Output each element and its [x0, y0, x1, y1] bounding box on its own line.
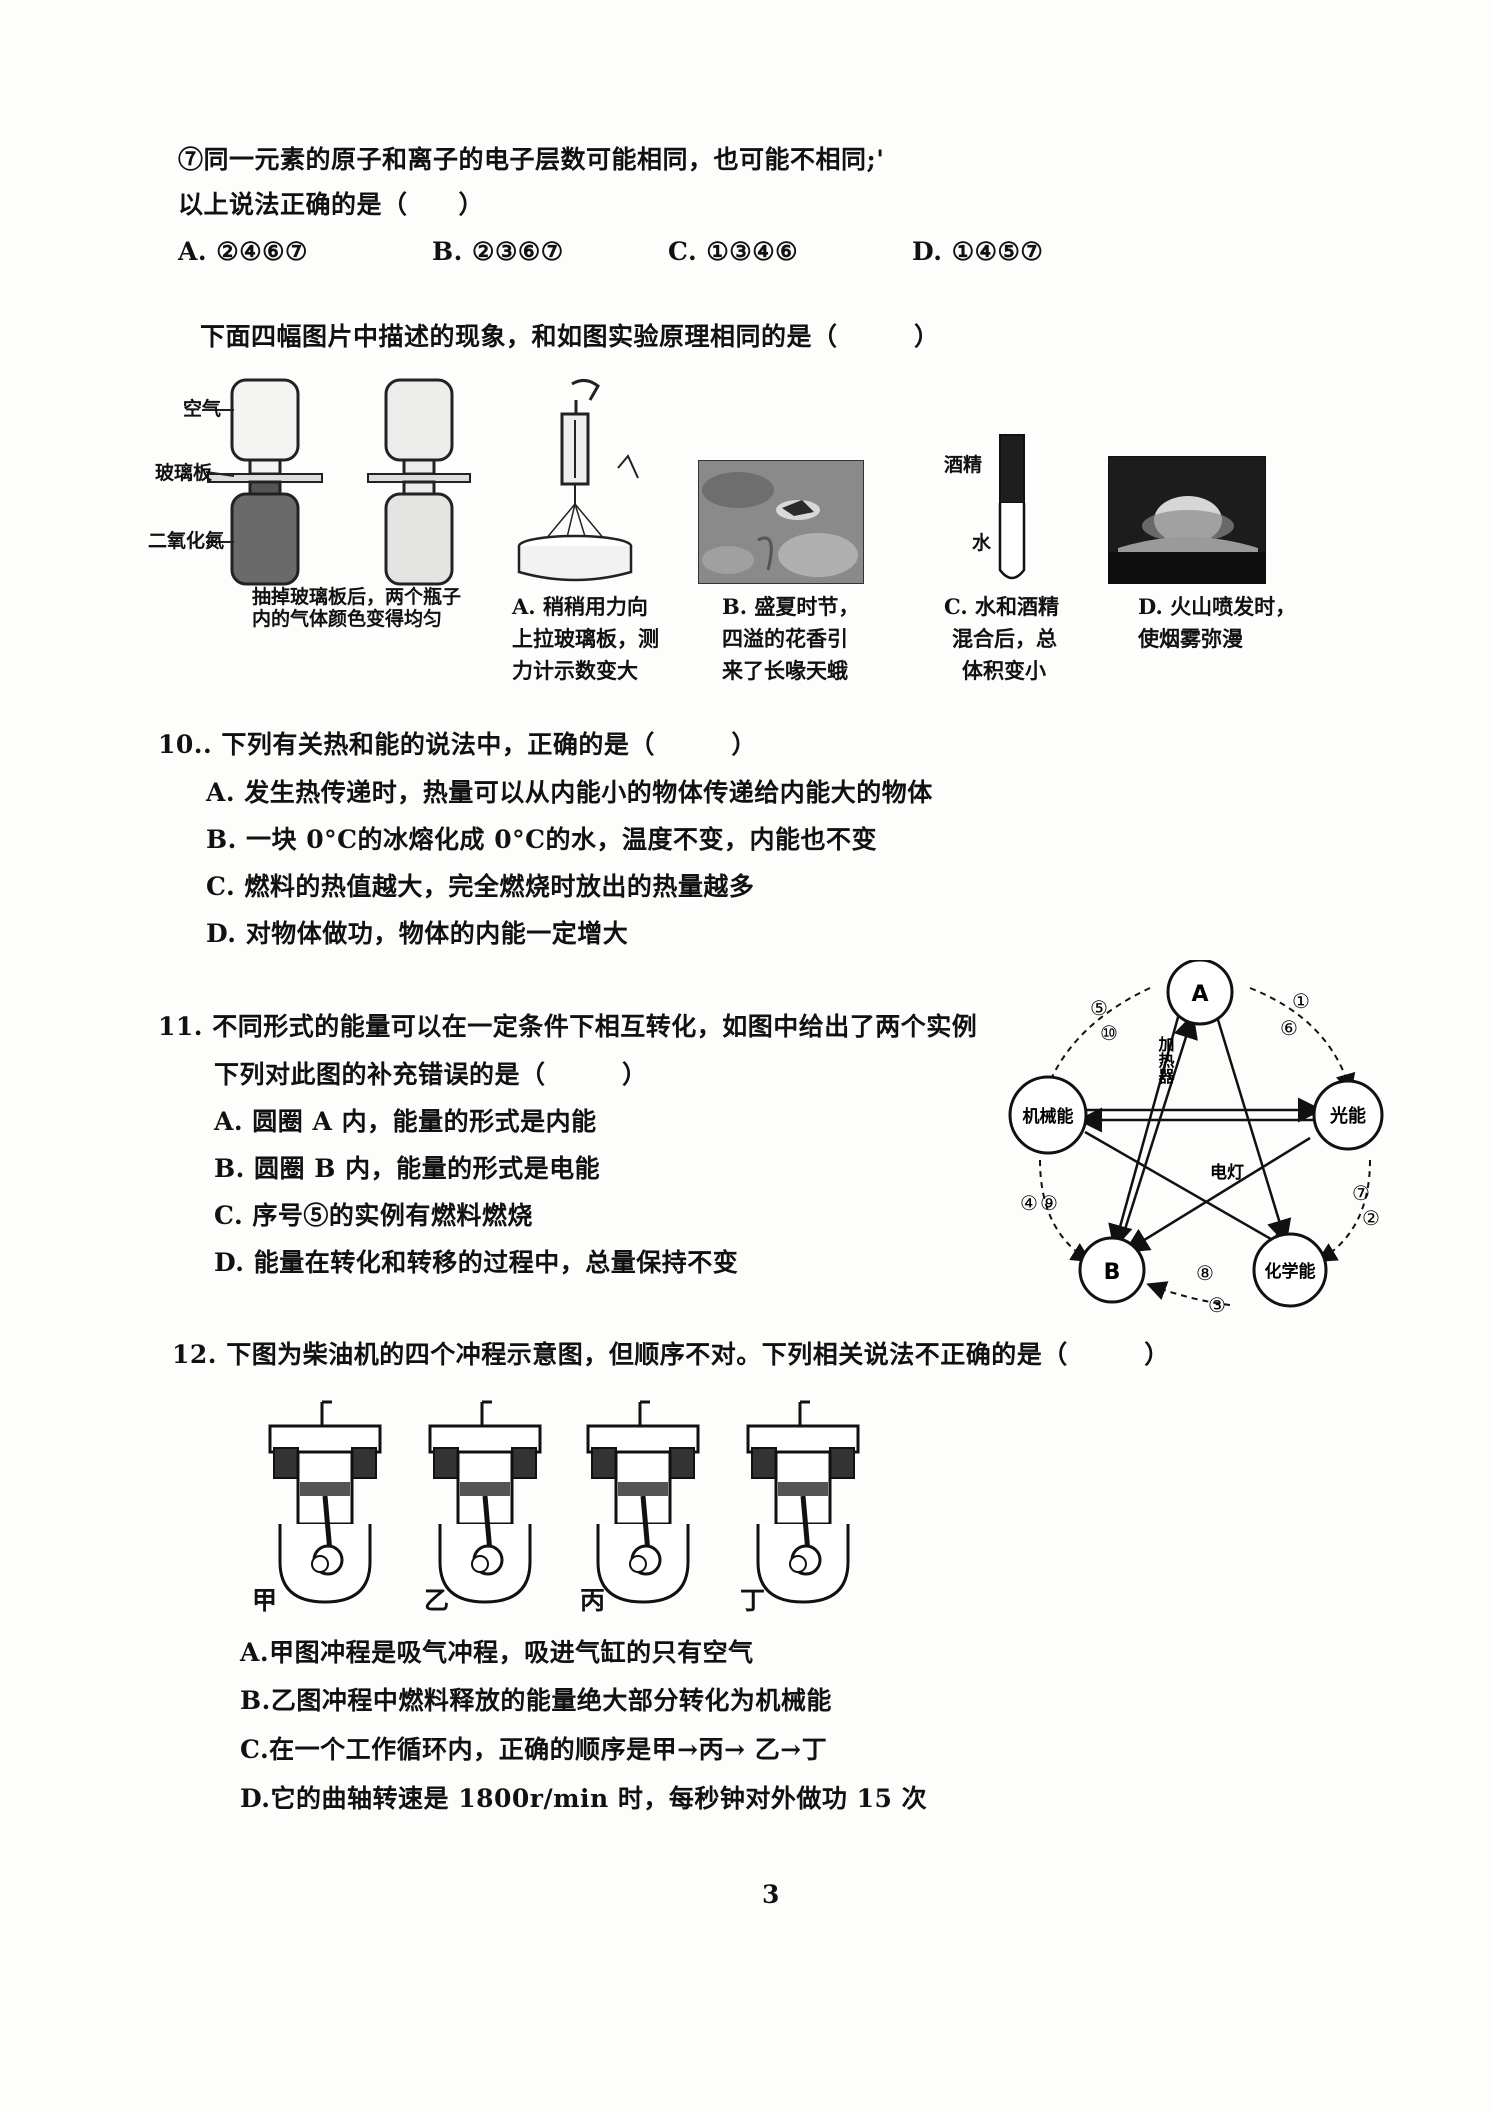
optB-line-1: B. 盛夏时节，	[722, 594, 860, 619]
q11-option-c: C. 序号⑤的实例有燃料燃烧	[214, 1201, 533, 1230]
caption-line-2: 内的气体颜色变得均匀	[252, 608, 443, 630]
label-no2: 二氧化氮	[148, 530, 225, 552]
q12-option-b: B.乙图冲程中燃料释放的能量绝大部分转化为机械能	[240, 1686, 832, 1715]
diffusion-bottles-figure	[202, 378, 471, 586]
diesel-engine-strokes-figure	[268, 1392, 880, 1614]
label-lamp: 电灯	[1210, 1162, 1244, 1183]
energy-conversion-diagram: A 机械能 光能 B 化学能 加热器 电灯 ⑤ ⑩ ① ⑥ ④ ⑨ ⑦ ② ⑧ …	[1008, 960, 1384, 1317]
q11-option-a: A. 圆圈 A 内，能量的形式是内能	[214, 1107, 597, 1136]
q12-prompt: 12. 下图为柴油机的四个冲程示意图，但顺序不对。下列相关说法不正确的是（ ）	[172, 1340, 1170, 1369]
q11-option-b: B. 圆圈 B 内，能量的形式是电能	[214, 1154, 601, 1183]
engine-label-jia: 甲	[252, 1586, 278, 1615]
num-9: ⑨	[1040, 1191, 1058, 1215]
node-chemical: 化学能	[1265, 1261, 1316, 1282]
optA-line-3: 力计示数变大	[512, 658, 638, 683]
engine-label-ding: 丁	[740, 1586, 766, 1615]
caption-line-1: 抽掉玻璃板后，两个瓶子	[252, 586, 462, 608]
num-4: ④	[1020, 1191, 1038, 1215]
num-8: ⑧	[1196, 1261, 1214, 1285]
page-number: 3	[762, 1880, 780, 1909]
label-air: 空气	[183, 398, 222, 420]
q10-prompt: 10.. 下列有关热和能的说法中，正确的是（ ）	[158, 730, 757, 759]
num-7: ⑦	[1352, 1181, 1370, 1205]
optC-line-2: 混合后，总	[952, 626, 1057, 651]
q8-prompt: 以上说法正确的是（ ）	[178, 190, 485, 219]
optB-line-3: 来了长喙天蛾	[722, 658, 848, 683]
volcano-photo	[1108, 456, 1266, 584]
optB-line-2: 四溢的花香引	[722, 626, 848, 651]
spring-scale-figure	[517, 379, 639, 582]
q10-option-d: D. 对物体做功，物体的内能一定增大	[206, 919, 629, 948]
q8-option-c: C. ①③④⑥	[668, 237, 799, 266]
engine-stroke-diagram	[268, 1400, 382, 1604]
num-2: ②	[1362, 1206, 1380, 1230]
label-alcohol: 酒精	[944, 454, 983, 476]
label-water: 水	[972, 532, 992, 554]
q12-option-a: A.甲图冲程是吸气冲程，吸进气缸的只有空气	[240, 1638, 754, 1667]
q10-option-b: B. 一块 0°C的冰熔化成 0°C的水，温度不变，内能也不变	[206, 825, 878, 854]
optA-line-1: A. 稍稍用力向	[512, 594, 648, 619]
num-1: ①	[1292, 989, 1310, 1013]
q11-line-1: 11. 不同形式的能量可以在一定条件下相互转化，如图中给出了两个实例	[158, 1012, 978, 1041]
num-3: ③	[1208, 1293, 1226, 1317]
optD-line-2: 使烟雾弥漫	[1138, 626, 1243, 651]
q8-option-a: A. ②④⑥⑦	[178, 237, 308, 266]
node-light: 光能	[1329, 1105, 1366, 1127]
optD-line-1: D. 火山喷发时，	[1138, 594, 1297, 619]
q9-prompt: 下面四幅图片中描述的现象，和如图实验原理相同的是（ ）	[200, 322, 940, 351]
node-a: A	[1191, 982, 1208, 1007]
optA-line-2: 上拉玻璃板，测	[512, 626, 659, 651]
label-heater: 加热器	[1156, 1036, 1176, 1085]
optC-line-3: 体积变小	[962, 658, 1046, 683]
num-6: ⑥	[1280, 1016, 1298, 1040]
engine-label-yi: 乙	[424, 1586, 450, 1615]
node-mechanical: 机械能	[1023, 1106, 1074, 1127]
label-glass-plate: 玻璃板	[155, 462, 213, 484]
q12-option-d: D.它的曲轴转速是 1800r/min 时，每秒钟对外做功 15 次	[240, 1784, 928, 1813]
q8-statement-7: ⑦同一元素的原子和离子的电子层数可能相同，也可能不相同;'	[178, 145, 885, 174]
num-5: ⑤	[1090, 996, 1108, 1020]
q8-option-d: D. ①④⑤⑦	[912, 237, 1044, 266]
engine-label-bing: 丙	[580, 1586, 606, 1615]
q11-line-2: 下列对此图的补充错误的是（ ）	[214, 1060, 648, 1089]
node-b: B	[1104, 1260, 1121, 1285]
num-10: ⑩	[1100, 1021, 1118, 1045]
hawk-moth-photo	[698, 460, 864, 584]
q11-option-d: D. 能量在转化和转移的过程中，总量保持不变	[214, 1248, 739, 1277]
q10-option-a: A. 发生热传递时，热量可以从内能小的物体传递给内能大的物体	[206, 778, 933, 807]
optC-line-1: C. 水和酒精	[944, 594, 1059, 619]
q12-option-c: C.在一个工作循环内，正确的顺序是甲→丙→ 乙→丁	[240, 1735, 828, 1764]
q8-option-b: B. ②③⑥⑦	[432, 237, 564, 266]
q10-option-c: C. 燃料的热值越大，完全燃烧时放出的热量越多	[206, 872, 755, 901]
test-tube-figure	[998, 434, 1026, 580]
